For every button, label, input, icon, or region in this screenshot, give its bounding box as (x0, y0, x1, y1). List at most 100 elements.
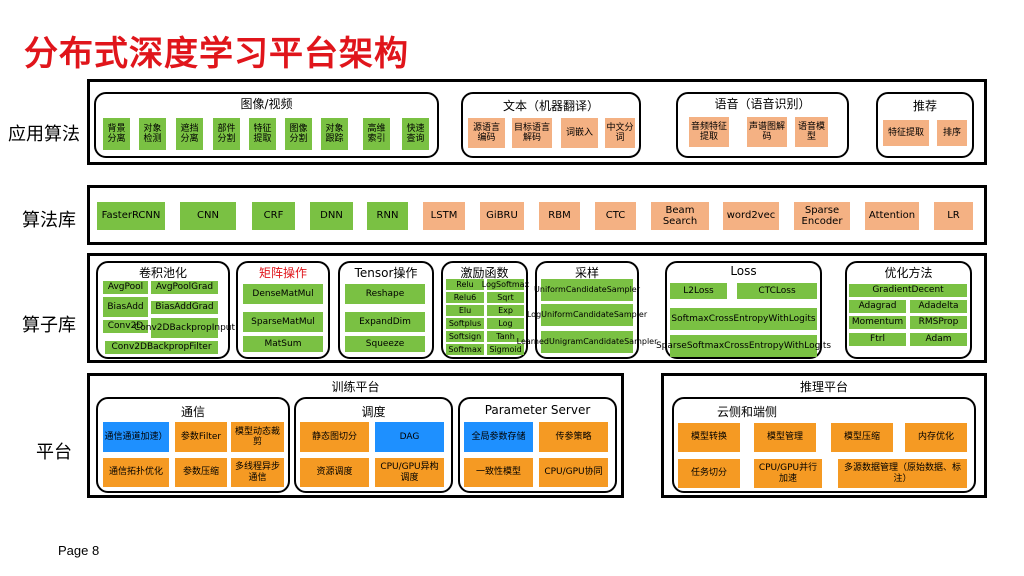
algo-item: Sparse Encoder (794, 202, 850, 230)
train-ps-item: 传参策略 (539, 422, 608, 452)
app-text-label: 文本（机器翻译） (502, 99, 599, 113)
op-activation-item: Log (487, 318, 524, 329)
train-ps-item: 全局参数存储 (464, 422, 533, 452)
infer-cloud-item: 模型转换 (678, 423, 740, 452)
op-activation-item: Exp (487, 305, 524, 316)
op-optim-group (845, 261, 972, 359)
algo-item: Attention (865, 202, 919, 230)
train-sched-item: 静态图切分 (300, 422, 369, 452)
infer-cloud-label: 云侧和端侧 (716, 405, 777, 419)
op-matrix-item: DenseMatMul (243, 284, 323, 304)
algo-item: word2vec (723, 202, 779, 230)
op-activation-item: Softplus (446, 318, 484, 329)
app-speech-label: 语音（语音识别） (714, 97, 811, 111)
row-label-algo: 算法库 (22, 210, 76, 231)
op-conv-item: AvgPoolGrad (151, 281, 218, 294)
op-activation-item: Softmax (446, 344, 484, 355)
op-layer (87, 253, 987, 363)
op-activation-item: Softsign (446, 331, 484, 342)
op-sampling-group (535, 261, 639, 359)
inference-platform-label: 推理平台 (799, 380, 848, 394)
op-activation-item: Elu (446, 305, 484, 316)
app-recommend-label: 推荐 (912, 99, 937, 113)
op-activation-item: Tanh (487, 331, 524, 342)
op-tensor-label: Tensor操作 (354, 266, 418, 280)
page-number: Page 8 (58, 543, 100, 558)
op-optim-label: 优化方法 (884, 266, 933, 280)
inference-platform (661, 373, 987, 498)
app-recommend-item: 特征提取 (883, 120, 929, 146)
app-image-label: 图像/视频 (240, 97, 293, 111)
app-image-item: 快速查询 (402, 118, 429, 150)
train-comm-item: 模型动态裁剪 (231, 422, 284, 452)
algo-item: CTC (595, 202, 636, 230)
op-activation-item: LogSoftmax (481, 279, 530, 290)
app-image-item: 高维索引 (363, 118, 390, 150)
algo-item: RBM (539, 202, 580, 230)
op-activation-item: Sigmoid (487, 344, 524, 355)
op-loss-item: SparseSoftmaxCrossEntropyWithLogits (656, 335, 831, 357)
app-image-item: 对象检测 (139, 118, 166, 150)
train-comm-item: 通信拓扑优化 (103, 458, 169, 487)
op-conv-item: Conv2D (103, 320, 148, 333)
op-sampling-item: UniformCandidateSampler (534, 279, 640, 301)
op-activation-label: 激励函数 (460, 266, 509, 280)
train-comm-item: 参数压缩 (175, 458, 227, 487)
row-label-op: 算子库 (22, 315, 76, 336)
op-matrix-item: SparseMatMul (243, 312, 323, 332)
op-matrix-item: MatSum (243, 336, 323, 352)
train-sched-label: 调度 (361, 405, 386, 419)
algo-item: LSTM (423, 202, 465, 230)
algo-item: GiBRU (480, 202, 524, 230)
op-conv-group (96, 261, 230, 359)
op-tensor-group (338, 261, 434, 359)
op-activation-item: Relu6 (446, 292, 484, 303)
infer-cloud-item: 多源数据管理（原始数据、标注） (838, 459, 967, 488)
algo-item: FasterRCNN (97, 202, 165, 230)
op-sampling-item: LearnedUnigramCandidateSampler (517, 331, 657, 353)
op-optim-item: Adam (910, 333, 967, 346)
op-matrix-group (236, 261, 330, 359)
op-activation-item: Relu (446, 279, 484, 290)
infer-cloud-item: 模型管理 (754, 423, 816, 452)
train-comm-group (96, 397, 290, 493)
algo-item: LR (934, 202, 973, 230)
op-optim-item: RMSProp (910, 316, 967, 329)
train-comm-item: 参数Filter (175, 422, 227, 452)
op-conv-item: AvgPool (103, 281, 148, 294)
op-loss-item: CTCLoss (737, 283, 817, 299)
op-matrix-label: 矩阵操作 (258, 266, 307, 280)
app-speech-item: 音频特征提取 (689, 117, 729, 147)
app-text-item: 目标语言解码 (512, 118, 552, 148)
app-image-item: 图像分割 (285, 118, 312, 150)
app-text-item: 中文分词 (605, 118, 635, 148)
op-optim-item: Adadelta (910, 300, 967, 313)
training-platform-label: 训练平台 (331, 380, 380, 394)
infer-cloud-item: 模型压缩 (831, 423, 893, 452)
op-loss-group (665, 261, 822, 359)
app-recommend-item: 排序 (937, 120, 967, 146)
app-speech-item: 语音模型 (795, 117, 828, 147)
app-text-group (461, 92, 641, 158)
infer-cloud-group (672, 397, 976, 493)
train-ps-label: Parameter Server (484, 403, 591, 417)
op-conv-label: 卷积池化 (138, 266, 187, 280)
app-image-item: 背景分离 (103, 118, 130, 150)
app-image-item: 对象跟踪 (321, 118, 348, 150)
op-optim-item: Adagrad (849, 300, 906, 313)
train-sched-group (294, 397, 453, 493)
op-loss-item: SoftmaxCrossEntropyWithLogits (670, 308, 817, 330)
op-conv-item: BiasAdd (103, 297, 148, 317)
infer-cloud-item: 内存优化 (905, 423, 967, 452)
op-optim-item: Momentum (849, 316, 906, 329)
train-comm-item: 通信通道加速） (103, 422, 169, 452)
algo-layer (87, 185, 987, 245)
train-ps-item: 一致性模型 (464, 458, 533, 487)
op-conv-item: Conv2DBackpropInput (134, 318, 235, 338)
op-tensor-item: Reshape (345, 284, 425, 304)
op-activation-group (441, 261, 528, 359)
algo-item: CRF (252, 202, 295, 230)
train-sched-item: DAG (375, 422, 444, 452)
app-image-group (94, 92, 439, 158)
app-layer (87, 79, 987, 165)
